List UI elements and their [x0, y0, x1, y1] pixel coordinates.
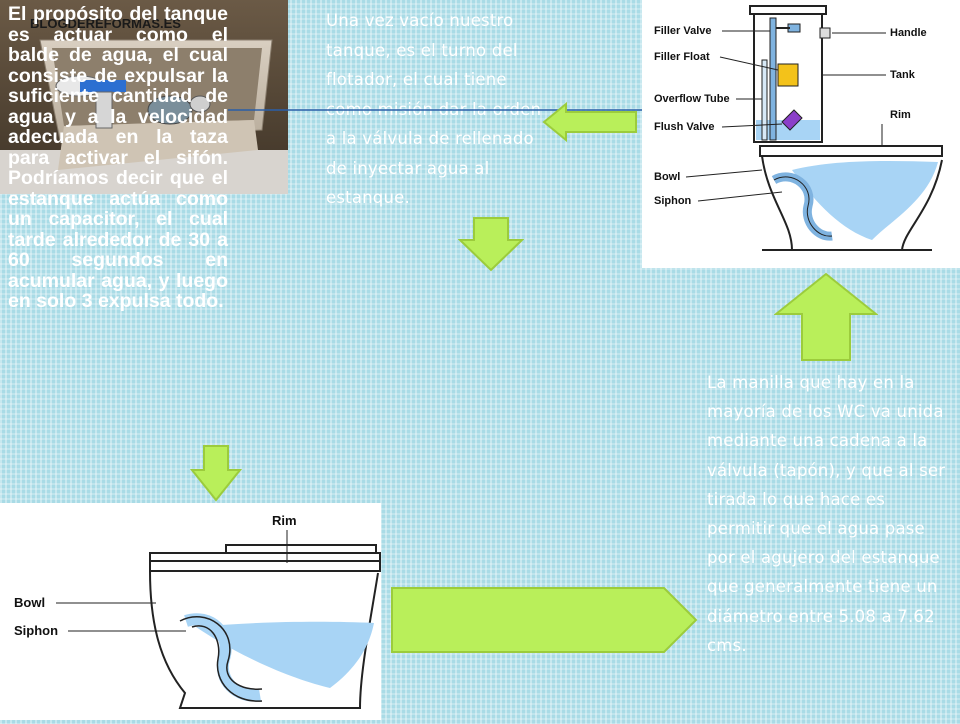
arrow-down-icon [458, 217, 524, 272]
label-handle: Handle [890, 27, 927, 39]
label-flush-valve: Flush Valve [654, 121, 715, 133]
label-siphon: Siphon [654, 195, 692, 207]
arrow-left-icon [542, 101, 637, 143]
label-tank: Tank [890, 69, 916, 81]
label-bowl: Bowl [654, 171, 680, 183]
toilet-tank-diagram: Filler Valve Filler Float Overflow Tube … [642, 0, 960, 268]
label-filler-float: Filler Float [654, 51, 710, 63]
label-rim: Rim [890, 109, 911, 121]
arrow-up-icon [774, 272, 878, 361]
right-description: La manilla que hay en la mayoría de los … [707, 373, 946, 655]
label-overflow-tube: Overflow Tube [654, 93, 730, 105]
label-rim-bottom: Rim [272, 513, 297, 528]
label-filler-valve: Filler Valve [654, 25, 711, 37]
toilet-bowl-diagram: Rim Bowl Siphon [0, 503, 381, 720]
photo-watermark: BLOGDEREFORMAS.ES [30, 16, 181, 31]
arrow-right-icon [391, 587, 698, 653]
left-description: El propósito del tanque es actuar como e… [8, 3, 228, 312]
middle-description: Una vez vacío nuestro tanque, es el turn… [326, 11, 542, 207]
label-siphon-bottom: Siphon [14, 623, 58, 638]
label-bowl-bottom: Bowl [14, 595, 45, 610]
arrow-down-left-icon [190, 445, 242, 502]
tank-photo: BLOGDEREFORMAS.ES [0, 0, 288, 194]
